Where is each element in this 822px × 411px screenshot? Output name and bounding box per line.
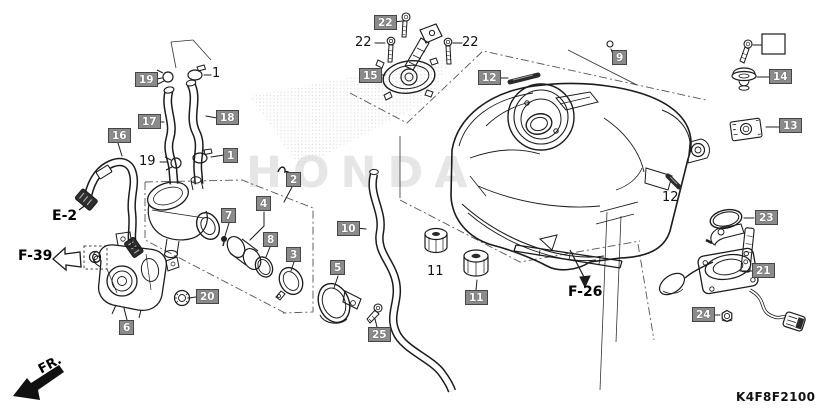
diagram-part-code: K4F8F2100 xyxy=(736,390,816,404)
callout-15[interactable]: 15 xyxy=(359,68,382,83)
callout-18[interactable]: 18 xyxy=(216,110,239,125)
f39-part-box xyxy=(83,245,108,270)
callout-7[interactable]: 7 xyxy=(221,208,237,223)
grommet-11-a xyxy=(424,227,448,254)
pin-12-right xyxy=(665,173,682,190)
insulator-4 xyxy=(226,235,262,271)
hose-10 xyxy=(368,168,457,393)
float xyxy=(658,272,686,296)
pin-12-top xyxy=(507,72,541,85)
callout-21[interactable]: 21 xyxy=(752,263,775,278)
callout-13[interactable]: 13 xyxy=(779,118,802,133)
f26-arrow xyxy=(569,249,591,289)
empty-label-box xyxy=(761,33,786,55)
callout-24[interactable]: 24 xyxy=(692,307,715,322)
fr-direction-arrow xyxy=(13,365,64,400)
clamp-1-bottom xyxy=(192,148,213,164)
wing-watermark xyxy=(250,58,452,168)
group-boundaries xyxy=(144,50,707,341)
ref-e2: E-2 xyxy=(52,208,78,224)
fuel-pump-unit xyxy=(658,223,806,332)
callout-1[interactable]: 1 xyxy=(223,148,239,163)
annotation-22b: 22 xyxy=(462,35,479,50)
clip-nut-13 xyxy=(729,117,763,142)
tank-bracket xyxy=(661,109,710,164)
annotation-1: 1 xyxy=(212,66,221,81)
ring-9 xyxy=(606,40,614,48)
clamp-1-top xyxy=(187,64,207,81)
cap-bolts xyxy=(386,12,453,65)
bolt-25 xyxy=(366,303,383,324)
callout-22[interactable]: 22 xyxy=(374,15,397,30)
wire-connector xyxy=(782,311,806,332)
callout-9[interactable]: 9 xyxy=(612,50,628,65)
throttle-body xyxy=(92,231,180,319)
float-arm xyxy=(684,261,714,279)
callout-20[interactable]: 20 xyxy=(196,289,219,304)
construction-lines xyxy=(170,39,638,391)
fuel-cap xyxy=(375,23,443,101)
callout-23[interactable]: 23 xyxy=(755,210,778,225)
ref-f39: F-39 xyxy=(18,248,53,264)
honda-watermark: HONDA xyxy=(246,148,479,198)
callout-12[interactable]: 12 xyxy=(478,70,501,85)
callout-5[interactable]: 5 xyxy=(330,260,346,275)
grommet-14 xyxy=(731,67,757,91)
bracket-bolt xyxy=(739,39,753,64)
callout-3[interactable]: 3 xyxy=(286,247,302,262)
key xyxy=(404,37,430,71)
callout-14[interactable]: 14 xyxy=(769,69,792,84)
o-ring-8 xyxy=(254,256,274,278)
pipe-cap-3 xyxy=(275,266,304,301)
hose-17 xyxy=(163,86,179,185)
e2-connector xyxy=(74,188,98,211)
fuel-tank xyxy=(450,82,710,271)
nut-24 xyxy=(721,309,733,323)
nut-20 xyxy=(173,289,191,307)
leader-lines xyxy=(117,20,780,328)
annotation-11: 11 xyxy=(427,264,444,279)
callout-19[interactable]: 19 xyxy=(135,72,158,87)
callout-8[interactable]: 8 xyxy=(263,232,279,247)
callout-16[interactable]: 16 xyxy=(108,128,131,143)
bolt-7 xyxy=(221,236,227,247)
callout-6[interactable]: 6 xyxy=(119,320,135,335)
o-ring-23 xyxy=(709,208,743,230)
callout-17[interactable]: 17 xyxy=(138,114,161,129)
f39-arrow xyxy=(52,245,108,272)
tank-bottom-channel xyxy=(513,244,623,269)
ref-f26: F-26 xyxy=(568,284,603,300)
clip-19-top xyxy=(156,69,174,85)
callout-2[interactable]: 2 xyxy=(286,172,302,187)
filler-ring xyxy=(507,83,575,151)
callout-10[interactable]: 10 xyxy=(337,221,360,236)
callout-4[interactable]: 4 xyxy=(256,196,272,211)
grommet-11-b xyxy=(463,249,489,277)
annotation-22a: 22 xyxy=(355,35,372,50)
air-funnel-5 xyxy=(317,282,362,324)
clip-19-bottom xyxy=(164,156,182,171)
annotation-12: 12 xyxy=(662,190,679,205)
hose-18 xyxy=(185,79,204,185)
fuel-joint-assembly xyxy=(146,176,221,259)
callout-25[interactable]: 25 xyxy=(368,327,391,342)
callout-11[interactable]: 11 xyxy=(465,290,488,305)
annotation-19: 19 xyxy=(139,154,156,169)
hose-16 xyxy=(74,157,144,258)
